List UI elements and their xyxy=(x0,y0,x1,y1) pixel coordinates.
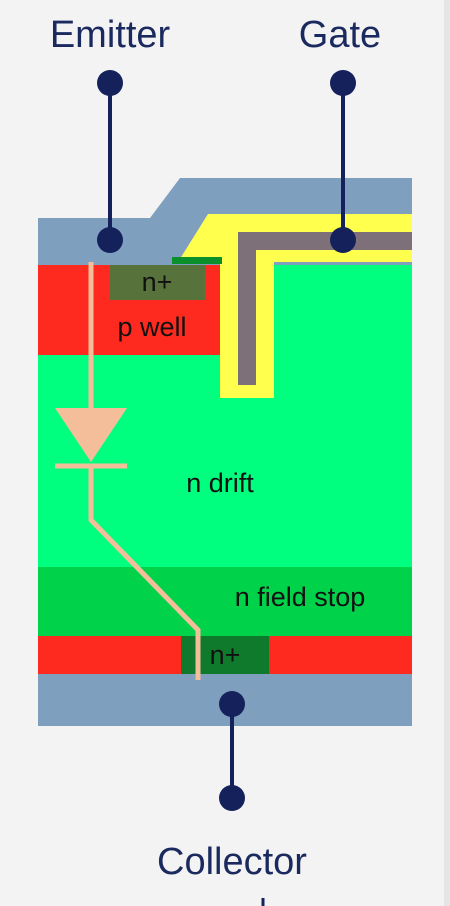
emitter-top-node xyxy=(97,70,123,96)
gate-oxide xyxy=(178,214,412,398)
emitter-contact-node xyxy=(97,227,123,253)
collector-contact-node xyxy=(219,691,245,717)
page-edge xyxy=(444,0,450,906)
n-plus-emitter-region xyxy=(110,265,205,300)
collector-label: Collector xyxy=(157,841,307,883)
gate-contact-node xyxy=(330,227,356,253)
collector-bottom-node xyxy=(219,785,245,811)
p-well-label: p well xyxy=(117,312,186,342)
emitter-label: Emitter xyxy=(50,14,171,56)
body-diode-path xyxy=(55,262,201,680)
gate-top-node xyxy=(330,70,356,96)
diode-return-line xyxy=(88,466,201,680)
n-plus-emitter-label: n+ xyxy=(142,267,173,297)
gate-polysilicon xyxy=(238,232,412,385)
emitter-contact-bar xyxy=(172,257,222,264)
n-drift-label: n drift xyxy=(186,468,254,498)
n-plus-collector-label: n+ xyxy=(210,640,241,670)
n-field-stop-region xyxy=(38,567,412,636)
n-field-stop-label: n field stop xyxy=(235,582,366,612)
gate-label: Gate xyxy=(299,14,381,56)
diode-symbol-icon xyxy=(55,408,127,462)
